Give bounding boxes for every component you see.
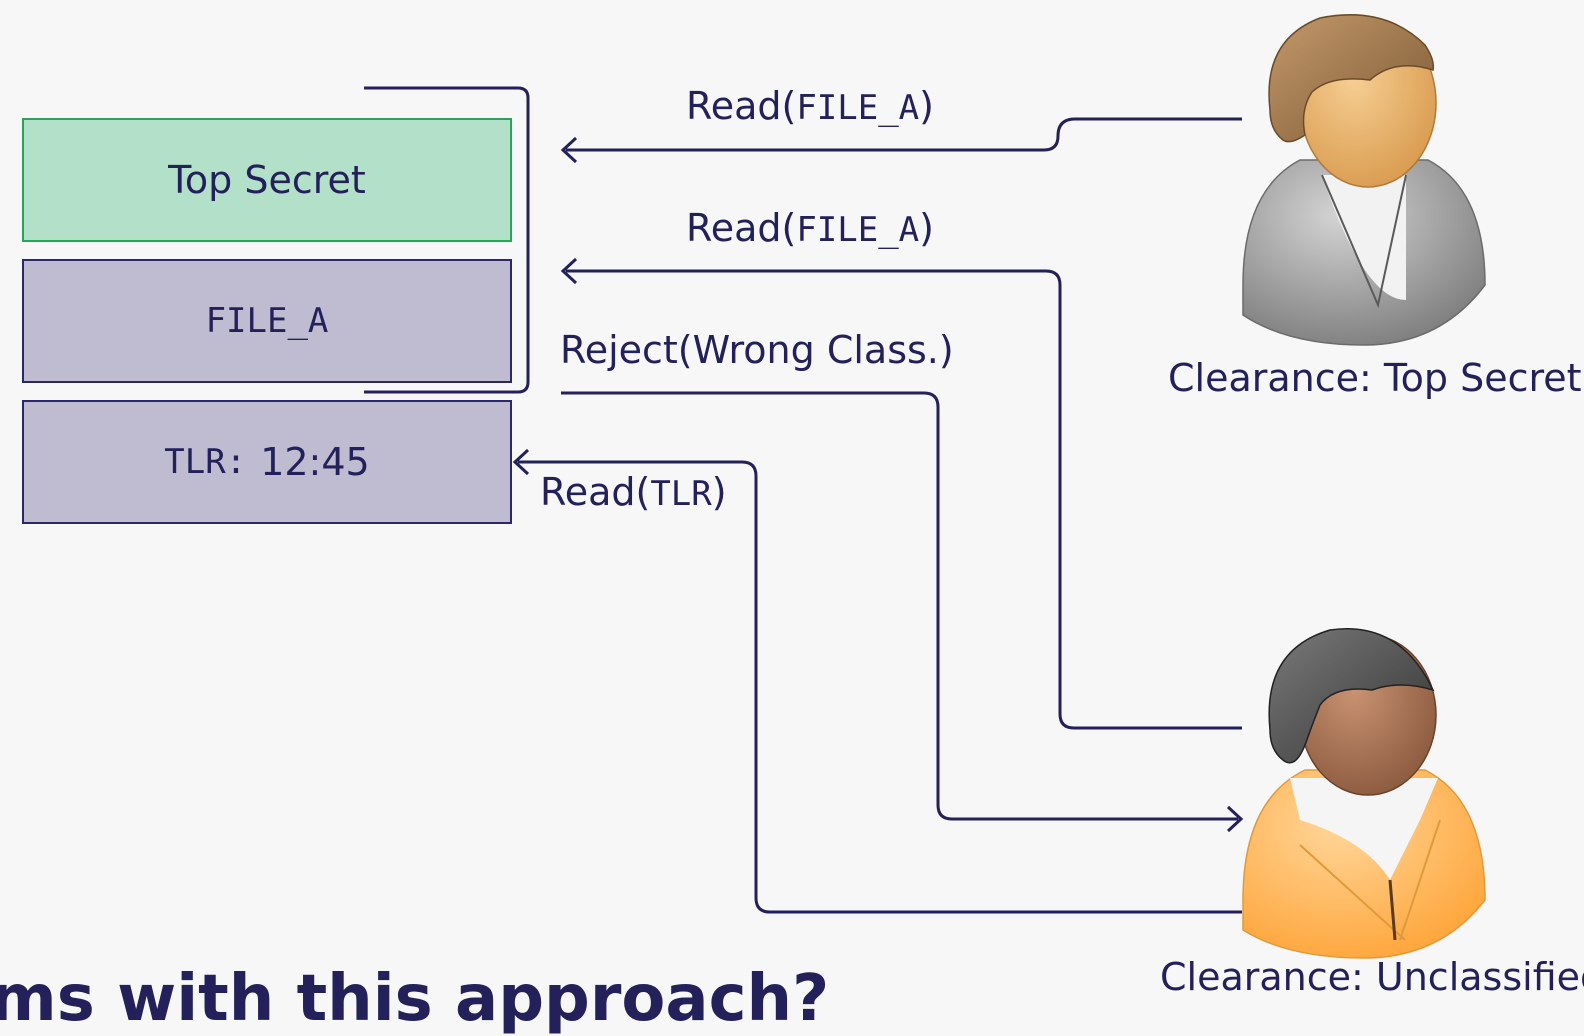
label-read-tlr: Read(TLR) — [540, 470, 727, 514]
record-bracket — [364, 86, 530, 394]
classification-box: Top Secret — [22, 118, 512, 242]
unclassified-user-icon — [1242, 628, 1486, 959]
tlr-value: 12:45 — [260, 440, 370, 484]
arrow-read-file-top-secret — [566, 117, 1242, 152]
arrow-read-tlr — [518, 460, 1242, 914]
file-box: FILE_A — [22, 259, 512, 383]
arrow-reject — [561, 391, 1238, 821]
top-secret-user-icon — [1242, 14, 1486, 346]
file-text: FILE_A — [205, 301, 329, 341]
label-read-file-top-secret: Read(FILE_A) — [686, 84, 934, 128]
label-reject: Reject(Wrong Class.) — [560, 328, 954, 372]
diagram-canvas — [364, 14, 1486, 959]
slide-heading: ms with this approach? — [0, 962, 830, 1036]
classification-text: Top Secret — [168, 158, 366, 202]
label-read-file-unclassified: Read(FILE_A) — [686, 206, 934, 250]
arrowhead-read-file-top-secret — [560, 136, 578, 164]
arrowhead-reject — [1226, 805, 1244, 833]
arrow-read-file-unclassified — [566, 269, 1242, 730]
arrowhead-read-file-unclassified — [560, 257, 578, 285]
tlr-box: TLR: 12:45 — [22, 400, 512, 524]
caption-unclassified-user: Clearance: Unclassified — [1160, 955, 1584, 999]
tlr-label: TLR: — [164, 442, 247, 482]
caption-top-secret-user: Clearance: Top Secret — [1168, 356, 1582, 400]
arrowhead-read-tlr — [512, 448, 530, 476]
